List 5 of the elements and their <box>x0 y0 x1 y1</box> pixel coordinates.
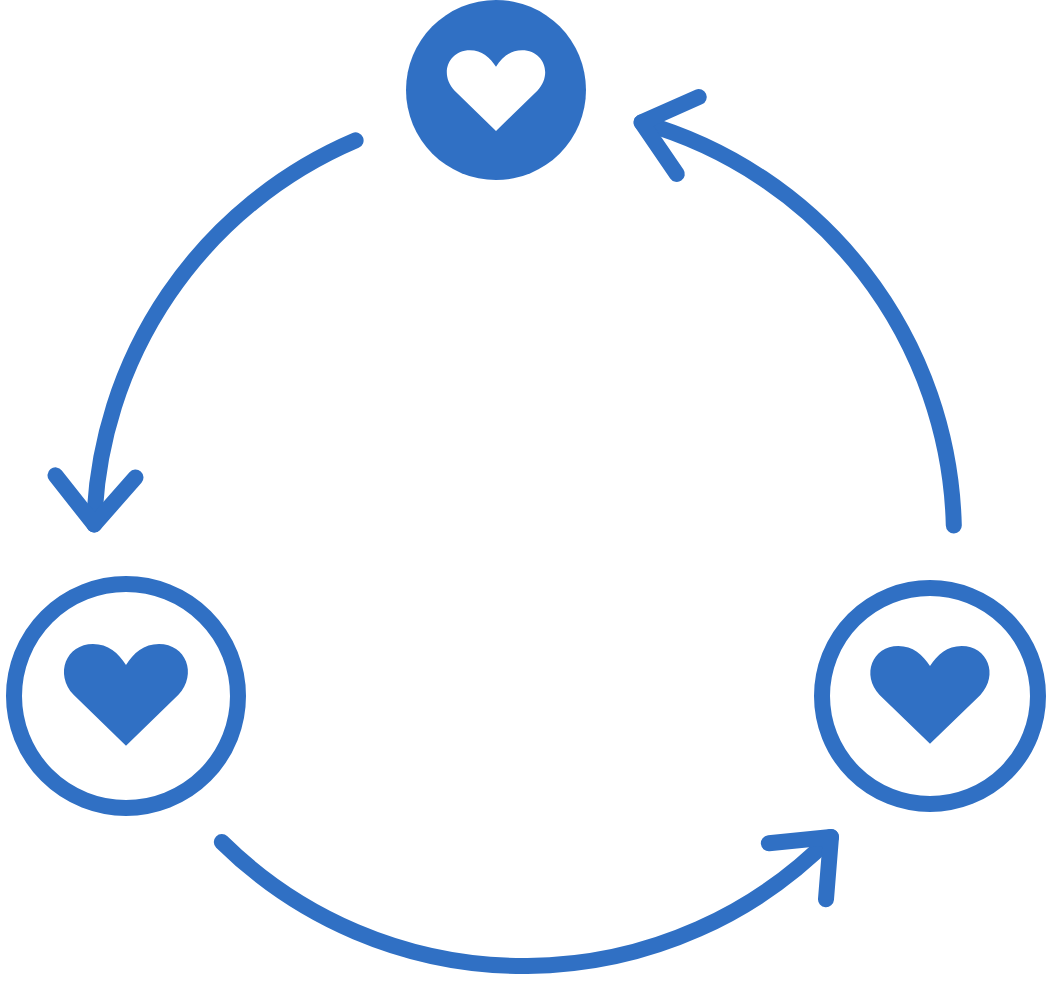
heart-circle <box>814 580 1046 812</box>
heart-circle <box>6 576 246 816</box>
curved-arrow <box>50 132 364 533</box>
curved-arrow <box>213 829 839 974</box>
curved-arrow <box>633 92 962 534</box>
